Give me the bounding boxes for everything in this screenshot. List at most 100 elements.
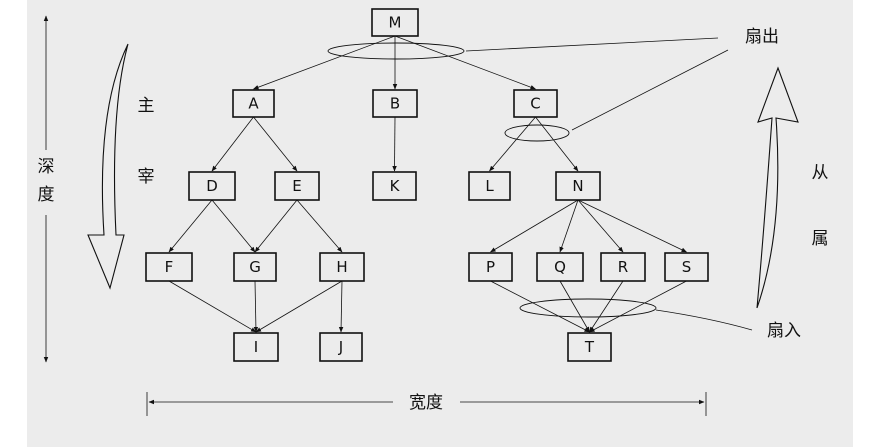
node-p: P <box>468 252 513 282</box>
node-label-q: Q <box>554 258 566 276</box>
node-box-j <box>319 332 363 362</box>
edge-h-j <box>338 280 344 333</box>
node-label-h: H <box>336 258 347 276</box>
node-f: F <box>145 252 193 282</box>
edge-d-g <box>211 199 256 253</box>
dominant-arrow: 主 宰 <box>87 43 155 290</box>
dominant-label-char-1: 主 <box>138 96 155 116</box>
subordinate-arrow: 从 属 <box>756 66 829 309</box>
edge-n-s <box>577 199 688 253</box>
node-a: A <box>232 89 275 118</box>
node-label-j: J <box>338 338 343 356</box>
node-s: S <box>664 252 709 282</box>
node-j: J <box>319 332 363 362</box>
edge-n-r <box>577 199 624 253</box>
node-box-f <box>145 252 193 282</box>
node-label-l: L <box>485 177 494 195</box>
edges-layer <box>168 35 688 333</box>
width-label: 宽度 <box>409 393 443 413</box>
width-axis: 宽度 <box>146 392 707 416</box>
fan-out-ellipse-top <box>327 42 465 60</box>
node-label-r: R <box>618 258 628 276</box>
edge-q-t <box>559 280 590 333</box>
node-g: G <box>233 252 277 282</box>
node-box-a <box>232 89 275 118</box>
node-box-h <box>319 252 365 282</box>
node-k: K <box>372 171 417 201</box>
node-box-m <box>371 8 419 37</box>
edge-d-f <box>168 199 213 253</box>
node-box-p <box>468 252 513 282</box>
node-label-f: F <box>165 258 174 276</box>
node-box-r <box>600 252 646 282</box>
node-box-c <box>513 89 558 118</box>
depth-label-char-1: 深 <box>38 157 55 177</box>
node-label-s: S <box>682 258 692 276</box>
node-label-p: P <box>486 258 495 276</box>
depth-axis: 深 度 <box>38 15 55 363</box>
fan-in-label: 扇入 <box>767 321 801 341</box>
node-label-i: I <box>254 338 258 356</box>
fan-in-ellipse <box>519 298 657 318</box>
edge-a-d <box>211 116 254 172</box>
node-label-b: B <box>390 95 400 113</box>
node-label-a: A <box>248 95 259 113</box>
edge-f-i <box>168 280 257 333</box>
node-b: B <box>372 89 418 118</box>
depth-label-char-2: 度 <box>38 185 55 205</box>
dominant-label-char-2: 宰 <box>138 167 155 187</box>
node-box-e <box>274 171 320 201</box>
node-i: I <box>233 332 279 362</box>
subordinate-curve-arrow <box>756 66 799 309</box>
node-h: H <box>319 252 365 282</box>
edge-g-i <box>253 280 259 333</box>
nodes-layer: M A B C D E K L N F G H P Q R S I J T <box>145 8 709 362</box>
node-q: Q <box>536 252 584 282</box>
node-label-g: G <box>249 258 261 276</box>
node-label-c: C <box>530 95 540 113</box>
node-box-d <box>188 171 236 201</box>
edge-n-q <box>559 199 579 253</box>
fan-in-annotation: 扇入 <box>519 298 801 341</box>
fan-out-annotation: 扇出 <box>327 27 779 142</box>
fan-in-pointer <box>655 309 753 331</box>
node-box-i <box>233 332 279 362</box>
node-label-d: D <box>206 177 218 195</box>
fan-out-pointer-1 <box>465 37 719 52</box>
node-n: N <box>555 171 601 201</box>
dominant-curve-arrow <box>87 43 129 290</box>
fan-out-pointer-2 <box>571 49 729 131</box>
edge-m-c <box>394 35 537 90</box>
edge-e-g <box>254 199 298 253</box>
fan-out-label: 扇出 <box>745 27 779 47</box>
fan-out-ellipse-c <box>504 124 570 142</box>
node-box-k <box>372 171 417 201</box>
edge-a-e <box>253 116 298 172</box>
node-box-l <box>468 171 511 201</box>
node-t: T <box>567 332 612 362</box>
node-label-t: T <box>584 338 595 356</box>
edge-r-t <box>589 280 624 333</box>
node-m: M <box>371 8 419 37</box>
node-label-m: M <box>389 14 402 32</box>
node-label-n: N <box>572 177 583 195</box>
node-box-g <box>233 252 277 282</box>
edge-c-l <box>489 116 536 172</box>
edge-n-p <box>490 199 579 253</box>
node-box-n <box>555 171 601 201</box>
node-r: R <box>600 252 646 282</box>
diagram-background <box>27 0 853 447</box>
node-d: D <box>188 171 236 201</box>
edge-m-a <box>252 35 396 90</box>
edge-c-n <box>535 116 579 172</box>
subordinate-label-char-2: 属 <box>812 229 829 249</box>
node-e: E <box>274 171 320 201</box>
node-box-t <box>567 332 612 362</box>
node-label-k: K <box>390 177 401 195</box>
subordinate-label-char-1: 从 <box>812 163 829 183</box>
node-box-q <box>536 252 584 282</box>
edge-b-k <box>392 116 397 172</box>
edge-e-h <box>296 199 343 253</box>
